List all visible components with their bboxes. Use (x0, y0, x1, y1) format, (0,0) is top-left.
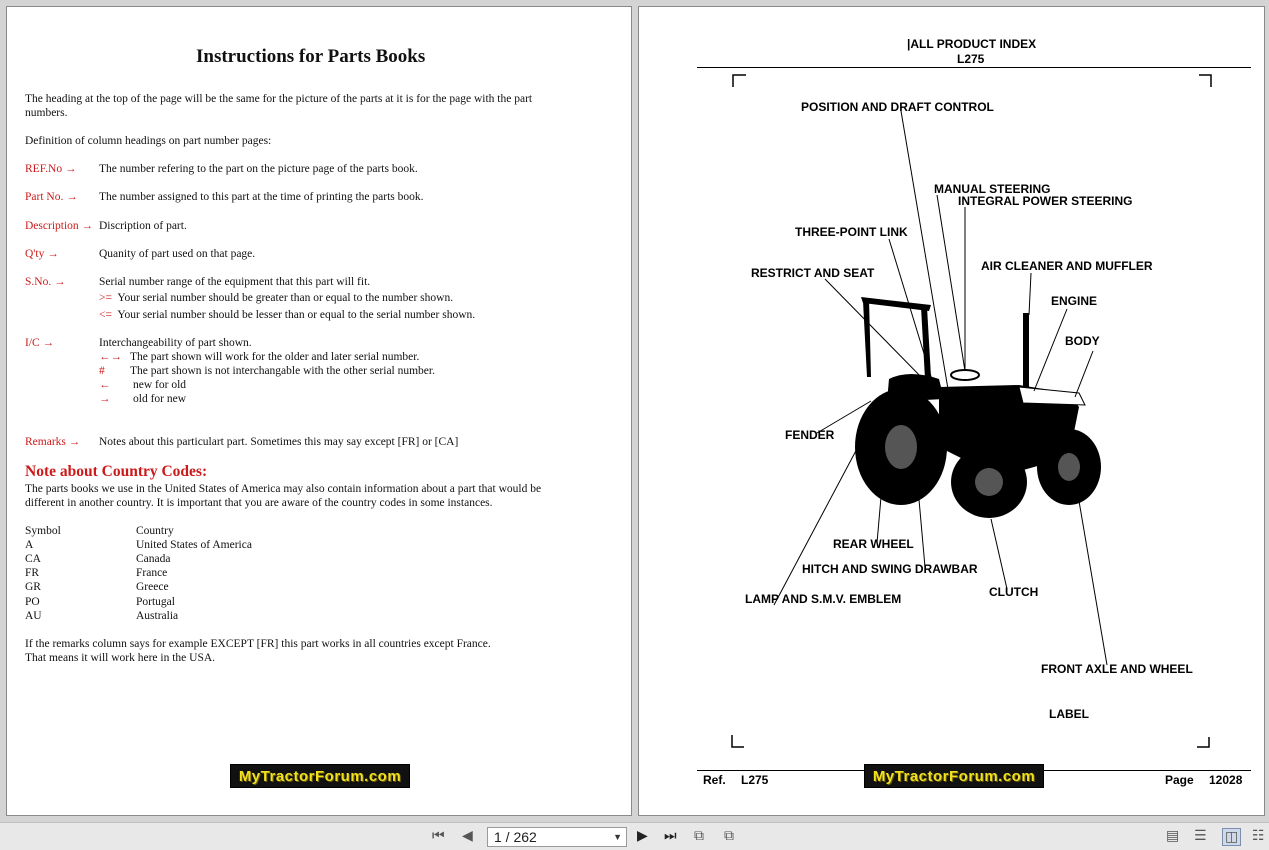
label-lamp: LAMP AND S.M.V. EMBLEM (745, 592, 902, 606)
label-front-axle: FRONT AXLE AND WHEEL (1041, 662, 1193, 676)
def-term-description: Description → (25, 220, 94, 232)
country-text-1: The parts books we use in the United Sta… (25, 483, 542, 495)
tractor-image (855, 297, 1101, 518)
header-rule (697, 67, 1251, 68)
label-clutch: CLUTCH (989, 585, 1039, 599)
viewer-toolbar: ⏮ ◀ 1 / 262 ▼ ▶ ⏭ ⧉ ⧉ ▤ ☰ ◫ ☷ (0, 822, 1269, 850)
intro-text: The heading at the top of the page will … (25, 93, 533, 105)
page-number-input[interactable]: 1 / 262 ▼ (487, 827, 627, 847)
sno-sub-1: >= Your serial number should be greater … (99, 292, 454, 304)
table-row-country: Greece (136, 581, 169, 593)
table-row-country: Australia (136, 610, 179, 622)
def-term-remarks: Remarks → (25, 436, 81, 448)
label-restrict-seat: RESTRICT AND SEAT (751, 266, 875, 280)
def-term-ic: I/C → (25, 337, 55, 349)
tractor-diagram (731, 74, 1212, 748)
label-hitch: HITCH AND SWING DRAWBAR (802, 562, 978, 576)
footer-page-label: Page (1165, 773, 1194, 787)
rotate-icon[interactable]: ⧉ (694, 828, 704, 844)
ic-sub-3-sym: ← (99, 379, 111, 391)
label-rear-wheel: REAR WHEEL (833, 537, 914, 551)
table-row-symbol: PO (25, 596, 40, 608)
ic-sub-4-sym: → (99, 393, 111, 405)
table-row-symbol: FR (25, 567, 40, 579)
label-fender: FENDER (785, 428, 835, 442)
country-heading: Note about Country Codes: (25, 463, 208, 480)
two-page-icon[interactable]: ◫ (1222, 828, 1242, 846)
def-text-ic: Interchangeability of part shown. (99, 337, 252, 349)
mytractorforum-logo: MyTractorForum.com (864, 764, 1044, 788)
next-page-icon[interactable]: ▶ (637, 828, 648, 844)
left-document-page: Instructions for Parts Books The heading… (6, 6, 632, 816)
def-text-sno: Serial number range of the equipment tha… (99, 276, 371, 288)
first-page-icon[interactable]: ⏮ (432, 828, 445, 844)
def-text-remarks: Notes about this particulart part. Somet… (99, 436, 459, 448)
label-air-cleaner: AIR CLEANER AND MUFFLER (981, 259, 1153, 273)
country-table-header-symbol: Symbol (25, 525, 61, 537)
ic-sub-3-text: new for old (133, 379, 187, 391)
page-title: Instructions for Parts Books (196, 46, 426, 67)
table-row-country: France (136, 567, 168, 579)
label-position-draft: POSITION AND DRAFT CONTROL (801, 100, 994, 114)
continuous-icon[interactable]: ☰ (1194, 828, 1207, 844)
prev-page-icon[interactable]: ◀ (462, 828, 473, 844)
closing-text-2: That means it will work here in the USA. (25, 652, 216, 664)
label-body: BODY (1065, 334, 1100, 348)
ic-sub-4-text: old for new (133, 393, 187, 405)
table-row-symbol: A (25, 539, 34, 551)
def-term-refno: REF.No → (25, 163, 77, 175)
index-header-title: |ALL PRODUCT INDEX (907, 37, 1037, 51)
ic-sub-1-text: The part shown will work for the older a… (130, 351, 420, 363)
table-row-symbol: GR (25, 581, 41, 593)
def-text-qty: Quanity of part used on that page. (99, 248, 256, 260)
two-page-continuous-icon[interactable]: ☷ (1252, 828, 1265, 844)
crop-marks (731, 74, 1212, 748)
label-label: LABEL (1049, 707, 1089, 721)
label-integral-steering: INTEGRAL POWER STEERING (958, 194, 1133, 208)
fit-icon[interactable]: ⧉ (724, 828, 734, 844)
footer-ref-label: Ref. (703, 773, 726, 787)
ic-sub-2-sym: # (99, 365, 105, 377)
page-number-value: 1 / 262 (494, 829, 537, 845)
definition-heading: Definition of column headings on part nu… (25, 135, 272, 147)
table-row-symbol: AU (25, 610, 42, 622)
chevron-down-icon[interactable]: ▼ (613, 832, 622, 842)
mytractorforum-logo: MyTractorForum.com (230, 764, 410, 788)
closing-text-1: If the remarks column says for example E… (25, 638, 491, 650)
table-row-country: United States of America (136, 539, 252, 551)
def-text-partno: The number assigned to this part at the … (99, 191, 424, 203)
def-term-sno: S.No. → (25, 276, 66, 288)
table-row-country: Canada (136, 553, 171, 565)
def-text-description: Discription of part. (99, 220, 187, 232)
def-term-partno: Part No. → (25, 191, 78, 203)
def-text-refno: The number refering to the part on the p… (99, 163, 418, 175)
def-term-qty: Q'ty → (25, 248, 59, 260)
label-manual-steering: MANUAL STEERING (934, 182, 1051, 196)
index-header-model: L275 (957, 52, 985, 66)
sno-sub-2: <= Your serial number should be lesser t… (99, 309, 476, 321)
label-engine: ENGINE (1051, 294, 1098, 308)
single-page-icon[interactable]: ▤ (1166, 828, 1180, 844)
last-page-icon[interactable]: ⏭ (664, 828, 677, 844)
footer-ref-value: L275 (741, 773, 769, 787)
country-table-header-country: Country (136, 525, 174, 537)
leader-lines (773, 110, 1108, 666)
ic-sub-1-sym: ←→ (99, 351, 122, 363)
right-document-page: |ALL PRODUCT INDEX L275 (638, 6, 1265, 816)
intro-text-2: numbers. (25, 107, 68, 119)
table-row-symbol: CA (25, 553, 41, 565)
table-row-country: Portugal (136, 596, 175, 608)
country-text-2: different in another country. It is impo… (25, 497, 493, 509)
label-three-point: THREE-POINT LINK (795, 225, 908, 239)
ic-sub-2-text: The part shown is not interchangable wit… (130, 365, 435, 377)
footer-page-value: 12028 (1209, 773, 1243, 787)
